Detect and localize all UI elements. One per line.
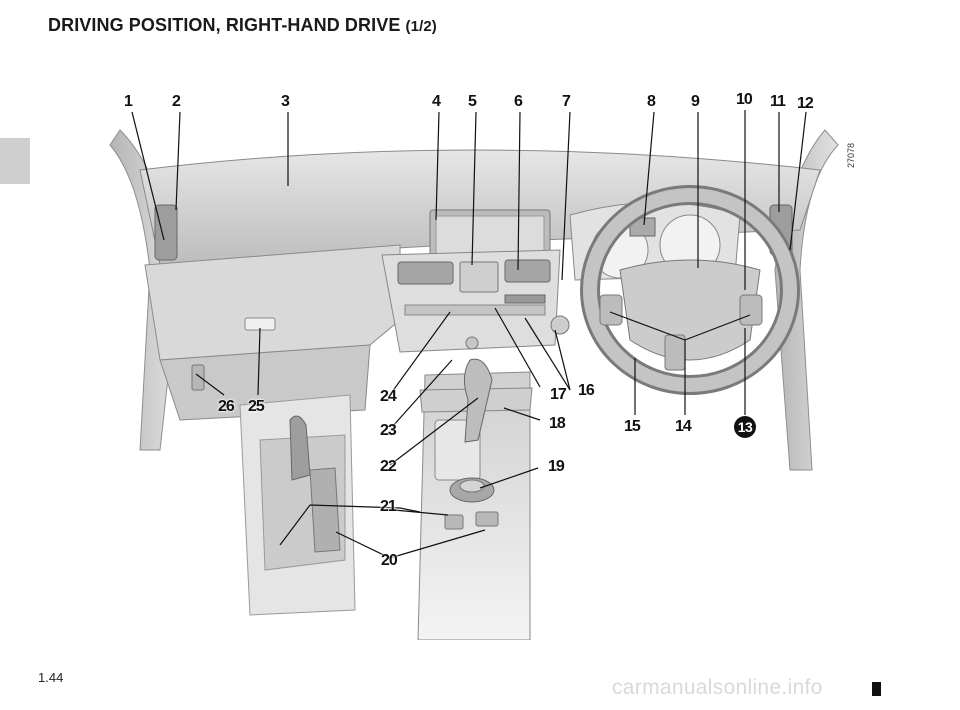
callout-17: 17	[550, 386, 567, 403]
callout-12: 12	[797, 95, 814, 112]
callout-15: 15	[624, 418, 641, 435]
page-title: DRIVING POSITION, RIGHT-HAND DRIVE (1/2)	[48, 15, 437, 36]
watermark: carmanualsonline.info	[612, 676, 823, 699]
callout-10: 10	[736, 91, 753, 108]
callout-19: 19	[548, 458, 565, 475]
callout-18: 18	[549, 415, 566, 432]
callout-16: 16	[578, 382, 595, 399]
callout-9: 9	[691, 93, 700, 110]
callout-2: 2	[172, 93, 181, 110]
callout-6: 6	[514, 93, 523, 110]
end-of-section-mark	[872, 682, 881, 696]
dashboard-drawing	[109, 110, 839, 640]
callout-11: 11	[770, 93, 786, 110]
callout-4: 4	[432, 93, 441, 110]
callout-23: 23	[380, 422, 397, 439]
callout-22: 22	[380, 458, 397, 475]
section-tab	[0, 138, 30, 184]
page-title-part: (1/2)	[405, 18, 437, 35]
callout-14: 14	[675, 418, 692, 435]
callout-24: 24	[380, 388, 397, 405]
page-title-text: DRIVING POSITION, RIGHT-HAND DRIVE	[48, 15, 401, 35]
page-number: 1.44	[38, 670, 64, 685]
callout-8: 8	[647, 93, 656, 110]
callout-26: 26	[218, 398, 235, 415]
figure-reference-code: 27078	[846, 142, 856, 168]
callout-13: 13	[734, 416, 756, 438]
dashboard-illustration: 1 2 3 4 5 6 7 8 9 10 11 12 13 14 15 16 1…	[100, 90, 845, 640]
callout-1: 1	[124, 93, 133, 110]
callout-7: 7	[562, 93, 571, 110]
callout-3: 3	[281, 93, 290, 110]
callout-21: 21	[380, 498, 397, 515]
callout-20: 20	[381, 552, 398, 569]
callout-5: 5	[468, 93, 477, 110]
callout-25: 25	[248, 398, 265, 415]
